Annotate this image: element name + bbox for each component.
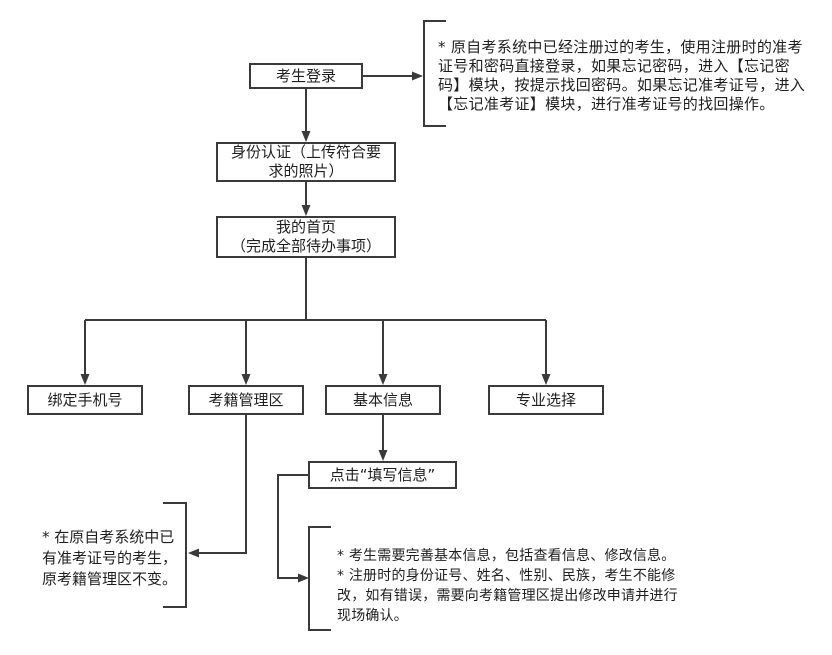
node-click-fill: 点击“填写信息” — [308, 461, 457, 489]
node-bind-phone-label: 绑定手机号 — [47, 390, 123, 409]
node-identity-line2: 求的照片） — [268, 162, 344, 180]
node-registry: 考籍管理区 — [188, 385, 304, 415]
node-identity-line1: 身份认证（上传符合要 — [230, 143, 381, 161]
note-login-line2: 证号和密码直接登录，如果忘记密码，进入【忘记密 — [438, 57, 790, 75]
note-registry-line1: * 在原自考系统中已 — [42, 528, 175, 546]
note-basic-info: * 考生需要完善基本信息，包括查看信息、修改信息。 * 注册时的身份证号、姓名、… — [337, 546, 678, 626]
arrow-click-fill-to-note — [277, 474, 309, 583]
note-registry-line2: 有准考证号的考生， — [42, 549, 178, 567]
node-click-fill-label: 点击“填写信息” — [329, 465, 436, 484]
node-major: 专业选择 — [488, 385, 604, 415]
bracket-login-note — [423, 20, 446, 127]
note-basic-info-line2: * 注册时的身份证号、姓名、性别、民族，考生不能修 — [337, 568, 676, 584]
arrow-branch-to-basic-info — [378, 320, 388, 385]
arrow-login-to-note — [363, 71, 423, 81]
note-login-line4: 【忘记准考证】模块，进行准考证号的找回操作。 — [438, 95, 775, 113]
note-registry-line3: 原考籍管理区不变。 — [42, 570, 178, 588]
node-login: 考生登录 — [249, 63, 363, 89]
note-login-line1: * 原自考系统中已经注册过的考生，使用注册时的准考 — [438, 38, 803, 56]
node-major-label: 专业选择 — [515, 390, 576, 409]
arrow-branch-to-major — [541, 320, 551, 385]
arrow-basic-info-to-click-fill — [378, 415, 388, 461]
note-registry: * 在原自考系统中已 有准考证号的考生， 原考籍管理区不变。 — [42, 527, 177, 590]
node-bind-phone: 绑定手机号 — [27, 385, 143, 415]
node-basic-info: 基本信息 — [325, 385, 441, 415]
arrow-login-to-identity — [301, 89, 311, 142]
node-homepage-line2: （完成全部待办事项） — [230, 237, 381, 255]
node-registry-label: 考籍管理区 — [208, 390, 284, 409]
note-login: * 原自考系统中已经注册过的考生，使用注册时的准考 证号和密码直接登录，如果忘记… — [438, 38, 805, 114]
note-basic-info-line4: 现场确认。 — [337, 608, 408, 624]
arrow-branch-to-bind-phone — [80, 320, 90, 385]
node-basic-info-label: 基本信息 — [352, 390, 413, 409]
node-identity: 身份认证（上传符合要 求的照片） — [216, 142, 396, 182]
node-homepage-line1: 我的首页 — [275, 218, 336, 236]
arrow-identity-to-homepage — [301, 182, 311, 216]
arrow-branch-to-registry — [241, 320, 251, 385]
bracket-registry-note — [163, 502, 187, 608]
note-login-line3: 码】模块，按提示找回密码。如果忘记准考证号，进入 — [438, 76, 806, 94]
note-basic-info-line3: 改，如有错误，需要向考籍管理区提出修改申请并进行 — [337, 588, 678, 604]
arrow-registry-to-note — [188, 415, 247, 558]
note-basic-info-line1: * 考生需要完善基本信息，包括查看信息、修改信息。 — [337, 548, 676, 564]
node-login-label: 考生登录 — [275, 66, 336, 85]
node-homepage: 我的首页 （完成全部待办事项） — [216, 216, 396, 258]
bracket-basic-info-note — [308, 526, 331, 631]
